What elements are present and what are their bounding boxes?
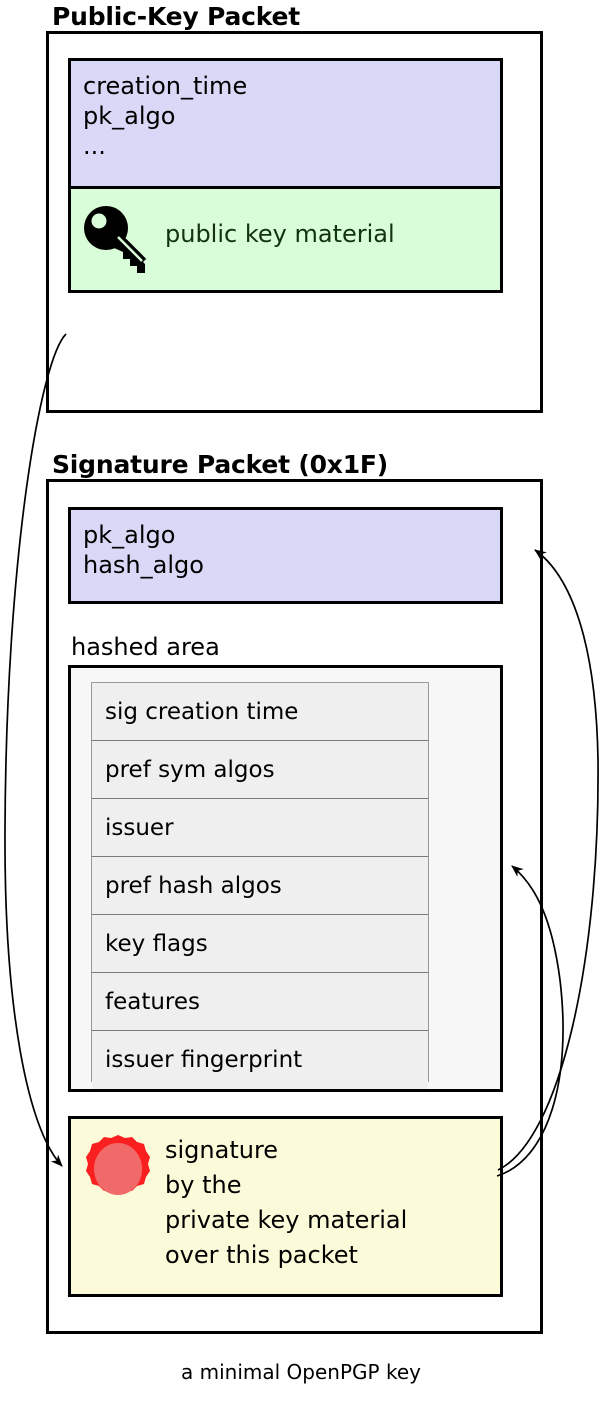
signature-text-lines: signature by the private key material ov… — [165, 1133, 407, 1273]
field-sig-hash-algo: hash_algo — [83, 551, 204, 579]
subpacket-row: key flags — [92, 915, 428, 973]
signature-line-4: over this packet — [165, 1241, 358, 1269]
field-creation-time: creation_time — [83, 72, 248, 100]
subpacket-row: sig creation time — [92, 683, 428, 741]
key-icon — [81, 203, 155, 277]
wax-seal-icon — [82, 1133, 154, 1205]
signature-line-2: by the — [165, 1171, 242, 1199]
subpacket-row: pref hash algos — [92, 857, 428, 915]
public-key-material-block: public key material — [68, 186, 503, 293]
field-pk-algo: pk_algo — [83, 102, 176, 130]
signature-packet-title: Signature Packet (0x1F) — [52, 450, 389, 479]
public-key-packet-frame: creation_time pk_algo ... public key mat… — [46, 31, 543, 413]
hashed-area-box: sig creation time pref sym algos issuer … — [68, 665, 503, 1092]
signature-block: signature by the private key material ov… — [68, 1116, 503, 1297]
public-key-header-fields: creation_time pk_algo ... — [68, 58, 503, 189]
public-key-packet-title: Public-Key Packet — [52, 2, 301, 31]
subpacket-row: pref sym algos — [92, 741, 428, 799]
subpacket-list: sig creation time pref sym algos issuer … — [91, 682, 429, 1089]
signature-line-3: private key material — [165, 1206, 408, 1234]
signature-line-1: signature — [165, 1136, 279, 1164]
subpacket-row: issuer — [92, 799, 428, 857]
diagram-caption: a minimal OpenPGP key — [181, 1360, 421, 1384]
subpacket-row: features — [92, 973, 428, 1031]
signature-packet-frame: pk_algo hash_algo hashed area sig creati… — [46, 479, 543, 1334]
public-key-material-label: public key material — [165, 220, 395, 248]
signature-algo-fields: pk_algo hash_algo — [68, 507, 503, 604]
field-sig-pk-algo: pk_algo — [83, 521, 176, 549]
field-ellipsis: ... — [83, 132, 106, 160]
hashed-area-label: hashed area — [71, 633, 220, 661]
subpacket-row: issuer fingerprint — [92, 1031, 428, 1089]
